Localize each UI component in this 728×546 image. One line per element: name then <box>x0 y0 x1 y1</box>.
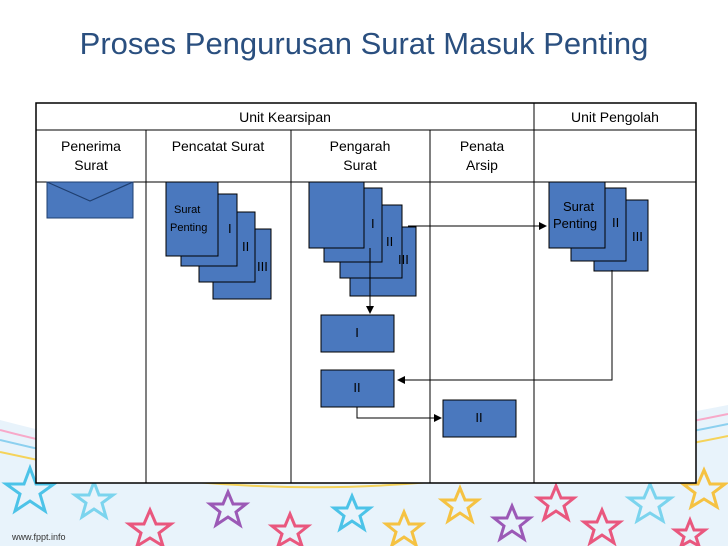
column-penata-line1: Penata <box>460 138 505 154</box>
pengarah-document-stack: I II III <box>308 181 417 297</box>
column-pengarah-line1: Pengarah <box>330 138 391 154</box>
column-penata-line2: Arsip <box>466 157 498 173</box>
svg-text:II: II <box>475 410 482 425</box>
pencatat-document-stack: Surat Penting I II III <box>165 181 272 300</box>
arrow-box-ii-to-penata <box>356 407 442 422</box>
footer-url: www.fppt.info <box>12 532 66 542</box>
pencatat-doc-surat: Surat <box>174 204 200 216</box>
column-pengarah-line2: Surat <box>343 157 377 173</box>
pengarah-doc-iii: III <box>398 252 409 267</box>
pengolah-doc-surat: Surat <box>563 199 594 214</box>
column-penerima-line1: Penerima <box>61 138 121 154</box>
pengolah-document-stack: Surat Penting II III <box>548 181 649 272</box>
pencatat-doc-penting: Penting <box>170 222 207 234</box>
pencatat-doc-i: I <box>228 221 232 236</box>
pengolah-doc-iii: III <box>632 229 643 244</box>
envelope-icon <box>46 181 134 219</box>
flow-arrows <box>356 222 613 422</box>
box-ii-penata: II <box>442 399 517 438</box>
arrow-pengolah-to-box-ii <box>397 270 613 384</box>
svg-text:I: I <box>355 325 359 340</box>
header-unit-kearsipan: Unit Kearsipan <box>239 109 331 125</box>
pengolah-doc-ii: II <box>612 215 619 230</box>
pengolah-doc-penting: Penting <box>553 216 597 231</box>
pencatat-doc-ii: II <box>242 239 249 254</box>
pengarah-doc-ii: II <box>386 234 393 249</box>
pengarah-doc-i: I <box>371 216 375 231</box>
box-i: I <box>320 314 395 353</box>
box-ii-pengarah: II <box>320 369 395 408</box>
page-title: Proses Pengurusan Surat Masuk Penting <box>79 26 649 61</box>
header-unit-pengolah: Unit Pengolah <box>571 109 659 125</box>
column-pencatat: Pencatat Surat <box>172 138 265 154</box>
pencatat-doc-iii: III <box>257 259 268 274</box>
svg-text:II: II <box>353 380 360 395</box>
column-penerima-line2: Surat <box>74 157 108 173</box>
